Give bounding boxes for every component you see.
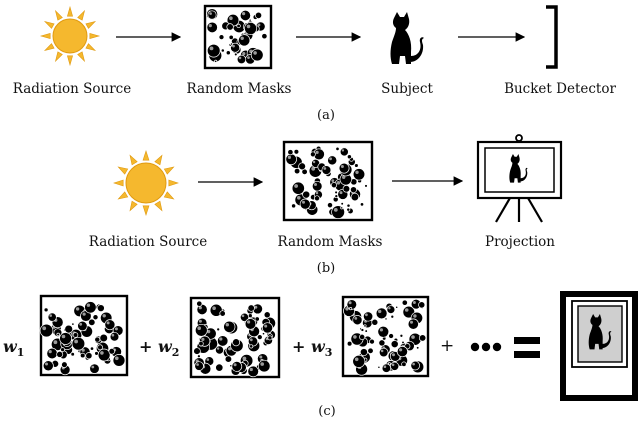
- cat-icon: [390, 12, 424, 64]
- sun-icon: [113, 150, 179, 216]
- label-random-masks: Random Masks: [277, 234, 383, 250]
- weight-w2: + w2: [139, 337, 180, 360]
- plus-sign: +: [440, 336, 455, 356]
- label-bucket-detector: Bucket Detector: [504, 81, 616, 97]
- label-random-masks: Random Masks: [186, 81, 292, 97]
- mask-icon: [282, 140, 374, 222]
- ellipsis-dots: [470, 342, 502, 352]
- caption-a: (a): [317, 108, 335, 123]
- caption-c: (c): [318, 404, 336, 419]
- framed-cat-image-icon: [560, 291, 638, 401]
- mask-icon: [341, 295, 430, 378]
- weight-w1: w1: [3, 337, 25, 360]
- label-subject: Subject: [381, 81, 433, 97]
- bucket-detector-icon: [546, 5, 558, 69]
- sun-icon: [39, 5, 101, 67]
- label-projection: Projection: [485, 234, 555, 250]
- projection-screen-icon: [476, 134, 563, 223]
- equals-sign: [514, 337, 540, 358]
- mask-icon: [203, 4, 273, 70]
- label-radiation-source: Radiation Source: [88, 234, 208, 250]
- mask-icon: [39, 294, 129, 377]
- weight-w3: + w3: [292, 337, 333, 360]
- label-radiation-source: Radiation Source: [12, 81, 132, 97]
- mask-icon: [189, 296, 281, 379]
- caption-b: (b): [316, 261, 336, 276]
